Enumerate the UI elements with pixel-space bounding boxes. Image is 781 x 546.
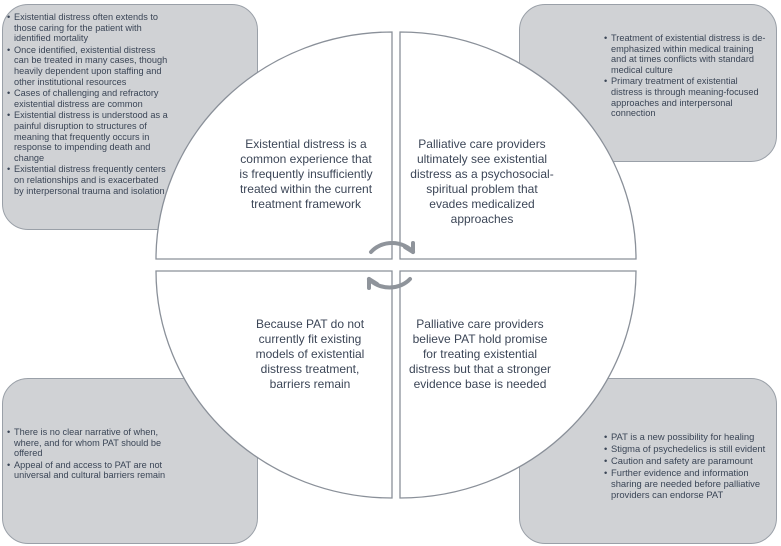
quadrant-top-left-text: Existential distress is a common experie…	[239, 137, 373, 211]
quadrant-top-left	[155, 31, 393, 260]
list-item: Cases of challenging and refractory exis…	[7, 88, 168, 109]
quadrant-bottom-right-text: Palliative care providers believe PAT ho…	[408, 317, 552, 391]
theme-list-top-right: Treatment of existential distress is de-…	[604, 33, 767, 120]
list-item: PAT is a new possibility for healing	[604, 431, 769, 442]
list-item: Appeal of and access to PAT are not univ…	[7, 460, 166, 481]
list-item: There is no clear narrative of when, whe…	[7, 427, 166, 459]
quadrant-bottom-left-text: Because PAT do not currently fit existin…	[255, 317, 365, 391]
list-item: Primary treatment of existential distres…	[604, 76, 767, 118]
quadrant-top-right	[399, 31, 637, 260]
quadrant-bottom-left	[155, 270, 393, 499]
theme-list-bottom-left: There is no clear narrative of when, whe…	[7, 427, 166, 482]
list-item: Stigma of psychedelics is still evident	[604, 443, 769, 454]
quadrant-top-right-text: Palliative care providers ultimately see…	[410, 137, 554, 226]
quadrant-bottom-right	[399, 270, 637, 499]
list-item: Once identified, existential distress ca…	[7, 45, 168, 87]
list-item: Existential distress frequently centers …	[7, 164, 168, 196]
cycle-arrow-icon	[367, 240, 415, 290]
theme-list-top-left: Existential distress often extends to th…	[7, 12, 168, 197]
list-item: Treatment of existential distress is de-…	[604, 33, 767, 75]
list-item: Further evidence and information sharing…	[604, 467, 769, 500]
list-item: Existential distress often extends to th…	[7, 12, 168, 44]
list-item: Caution and safety are paramount	[604, 455, 769, 466]
list-item: Existential distress is understood as a …	[7, 110, 168, 163]
theme-list-bottom-right: PAT is a new possibility for healing Sti…	[604, 431, 769, 501]
